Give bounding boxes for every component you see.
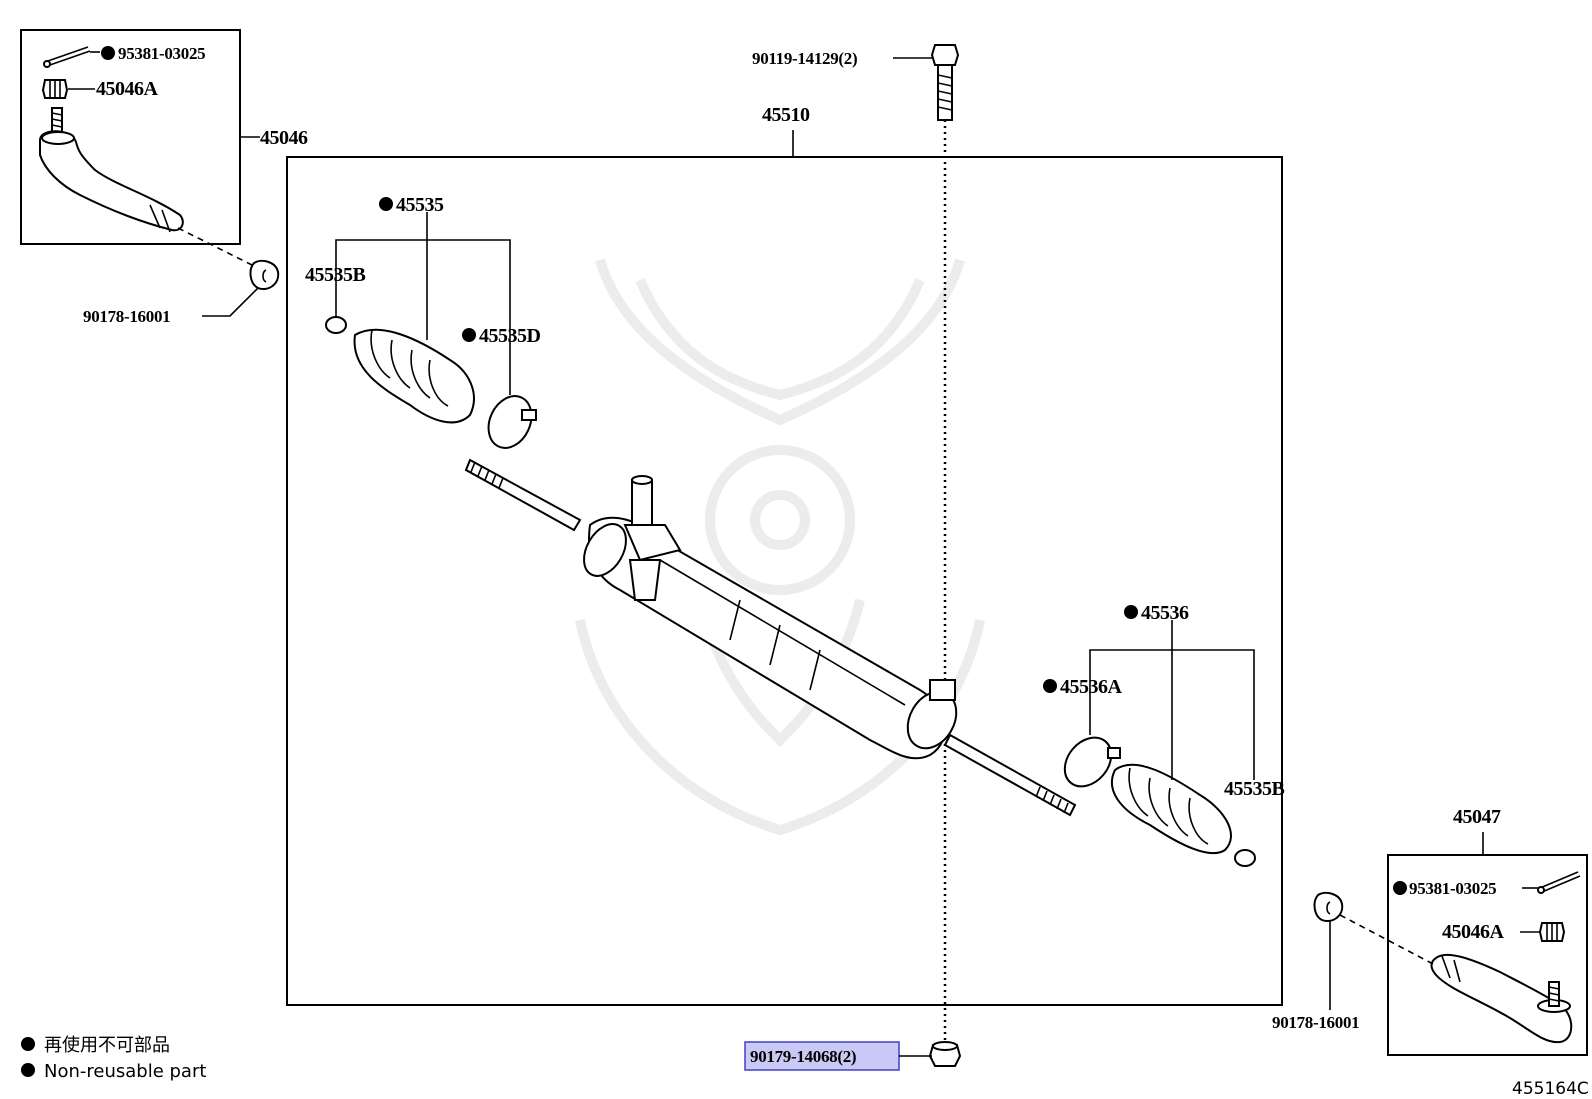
legend-text-en: Non-reusable part bbox=[44, 1061, 206, 1082]
cotter-pin-left-label: 95381-03025 bbox=[118, 44, 205, 63]
non-reusable-dot-45536A bbox=[1043, 679, 1057, 693]
non-reusable-dot-95381-right bbox=[1393, 881, 1407, 895]
boot-clamp-left bbox=[487, 395, 537, 449]
steering-rack bbox=[464, 458, 1077, 817]
boot-right bbox=[1110, 763, 1232, 855]
mount-nut-label-highlight bbox=[744, 1041, 900, 1071]
dust-cap-right-label: 90178-16001 bbox=[1272, 1013, 1359, 1032]
cotter-pin-right-label: 95381-03025 bbox=[1409, 879, 1496, 898]
non-reusable-dot-95381-left bbox=[101, 46, 115, 60]
tie-rod-end-left-axis bbox=[177, 227, 259, 269]
cotter-pin-left bbox=[43, 46, 91, 68]
boot-clamp-right bbox=[1063, 736, 1121, 788]
legend-text-jp: 再使用不可部品 bbox=[44, 1035, 170, 1056]
boot-left bbox=[353, 328, 475, 424]
mount-bolt-label: 90119-14129(2) bbox=[752, 49, 857, 68]
drawing-code: 455164C bbox=[1512, 1079, 1589, 1099]
castle-nut-right-label: 45046A bbox=[1442, 921, 1505, 943]
boot-clip-left-label: 45535B bbox=[305, 264, 366, 286]
tie-rod-end-left-label: 45046 bbox=[260, 127, 308, 149]
mount-bolt bbox=[930, 44, 960, 121]
boot-clamp-right-label: 45536A bbox=[1060, 676, 1123, 698]
non-reusable-dot-45536 bbox=[1124, 605, 1138, 619]
castle-nut-right bbox=[1538, 922, 1566, 942]
boot-clip-left bbox=[325, 316, 347, 334]
legend-dot-jp bbox=[21, 1037, 35, 1051]
dust-cap-right bbox=[1313, 891, 1344, 922]
boot-set-right-label: 45536 bbox=[1141, 602, 1189, 624]
boot-set-left-label: 45535 bbox=[396, 194, 444, 216]
dust-cap-left bbox=[249, 259, 280, 290]
non-reusable-dot-45535 bbox=[379, 197, 393, 211]
assembly-label: 45510 bbox=[762, 104, 810, 126]
castle-nut-left bbox=[41, 79, 69, 99]
dust-cap-left-leader bbox=[202, 287, 259, 317]
legend-dot-en bbox=[21, 1063, 35, 1077]
boot-clip-right-label: 45535B bbox=[1224, 778, 1285, 800]
mount-nut bbox=[928, 1041, 962, 1067]
assembly-frame bbox=[286, 156, 1283, 1006]
boot-clip-right bbox=[1234, 849, 1256, 867]
tie-rod-end-right-label: 45047 bbox=[1453, 806, 1501, 828]
tie-rod-end-left bbox=[39, 107, 184, 233]
dust-cap-left-label: 90178-16001 bbox=[83, 307, 170, 326]
tie-rod-end-right bbox=[1430, 953, 1573, 1044]
mount-nut-label: 90179-14068(2) bbox=[750, 1047, 856, 1066]
cotter-pin-right bbox=[1537, 871, 1581, 894]
tie-rod-end-right-axis bbox=[1339, 914, 1436, 966]
non-reusable-dot-45535D bbox=[462, 328, 476, 342]
boot-clamp-left-label: 45535D bbox=[479, 325, 541, 347]
boot-set-left-bracket bbox=[335, 239, 511, 395]
castle-nut-left-label: 45046A bbox=[96, 78, 159, 100]
tie-rod-end-right-box bbox=[1387, 854, 1588, 1056]
